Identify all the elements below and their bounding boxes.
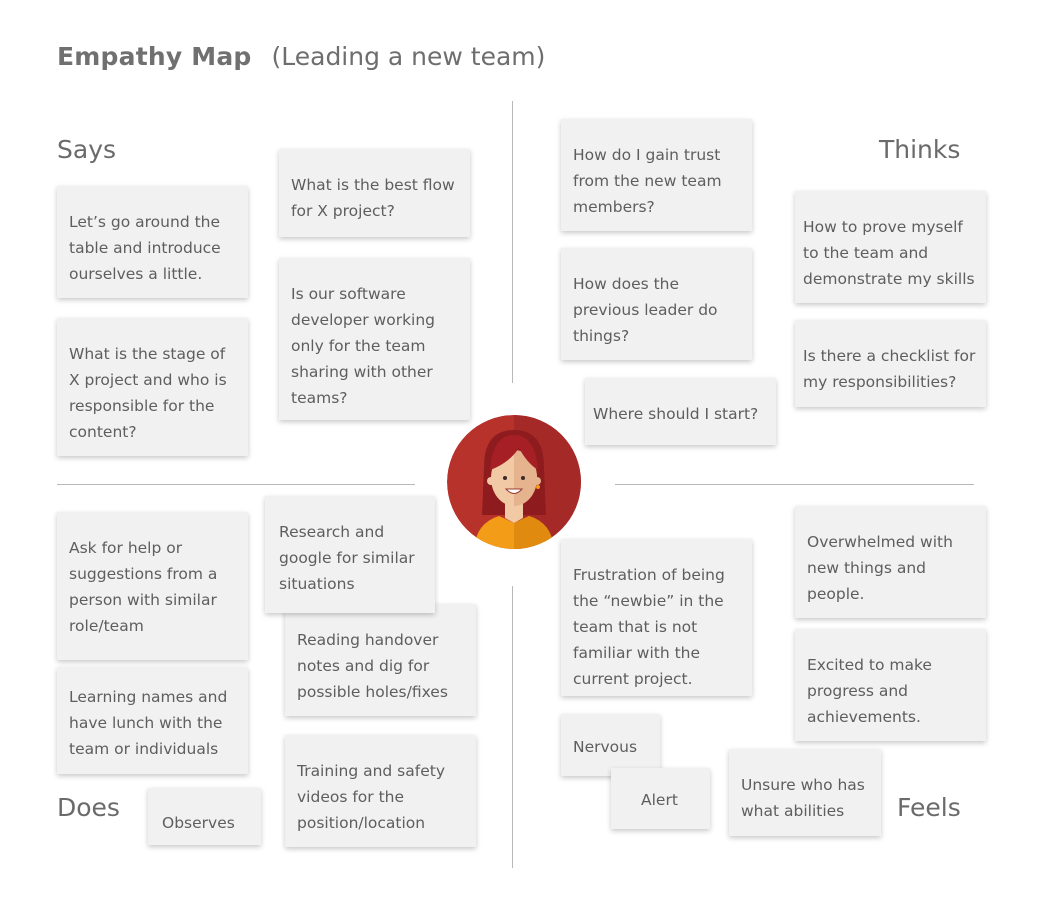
- note-text: Frustration of being the “newbie” in the…: [573, 566, 725, 688]
- says-note: Is our software developer working only f…: [279, 258, 470, 420]
- note-text: Let’s go around the table and introduce …: [69, 213, 221, 283]
- note-text: What is the stage of X project and who i…: [69, 345, 227, 441]
- note-text: How does the previous leader do things?: [573, 275, 718, 345]
- note-text: Excited to make progress and achievement…: [807, 656, 932, 726]
- note-text: Learning names and have lunch with the t…: [69, 688, 228, 758]
- title-subtitle: (Leading a new team): [271, 42, 546, 71]
- does-note: Ask for help or suggestions from a perso…: [57, 512, 248, 660]
- note-text: Nervous: [573, 738, 638, 756]
- says-note: Let’s go around the table and introduce …: [57, 186, 248, 298]
- thinks-note: How does the previous leader do things?: [561, 248, 752, 360]
- feels-note: Frustration of being the “newbie” in the…: [561, 539, 752, 696]
- does-note: Observes: [148, 788, 261, 845]
- feels-note: Excited to make progress and achievement…: [795, 629, 986, 741]
- avatar-hair-fringe: [490, 435, 538, 470]
- note-text: How to prove myself to the team and demo…: [803, 218, 975, 288]
- says-note: What is the stage of X project and who i…: [57, 318, 248, 456]
- page-title: Empathy Map (Leading a new team): [57, 42, 545, 71]
- feels-note: Unsure who has what abilities: [729, 749, 881, 836]
- says-label: Says: [57, 135, 117, 164]
- note-text: Is there a checklist for my responsibili…: [803, 347, 976, 391]
- divider-horizontal-left: [57, 484, 415, 485]
- does-note: Reading handover notes and dig for possi…: [285, 604, 476, 716]
- thinks-note: Is there a checklist for my responsibili…: [795, 320, 986, 407]
- feels-note: Nervous: [561, 714, 660, 776]
- avatar-smile: [504, 488, 524, 494]
- divider-horizontal-right: [615, 484, 974, 485]
- feels-note: Overwhelmed with new things and people.: [795, 506, 986, 618]
- note-text: How do I gain trust from the new team me…: [573, 146, 722, 216]
- note-text: Alert: [641, 791, 678, 809]
- thinks-note: Where should I start?: [585, 378, 776, 445]
- note-text: Research and google for similar situatio…: [279, 523, 415, 593]
- says-note: What is the best flow for X project?: [279, 149, 470, 237]
- divider-vertical-bottom: [512, 586, 513, 868]
- note-text: Is our software developer working only f…: [291, 285, 436, 407]
- avatar-shirt-shade: [514, 516, 554, 549]
- does-note: Learning names and have lunch with the t…: [57, 667, 248, 774]
- divider-vertical-top: [512, 101, 513, 383]
- thinks-note: How to prove myself to the team and demo…: [795, 191, 986, 303]
- persona-avatar: [447, 415, 581, 549]
- feels-note: Alert: [611, 768, 710, 829]
- thinks-note: How do I gain trust from the new team me…: [561, 119, 752, 231]
- note-text: Reading handover notes and dig for possi…: [297, 631, 448, 701]
- avatar-neck: [505, 501, 523, 523]
- does-note: Research and google for similar situatio…: [265, 496, 435, 613]
- note-text: What is the best flow for X project?: [291, 176, 455, 220]
- avatar-earring: [536, 485, 540, 489]
- note-text: Where should I start?: [593, 405, 759, 423]
- title-main: Empathy Map: [57, 42, 252, 71]
- note-text: Overwhelmed with new things and people.: [807, 533, 953, 603]
- does-note: Training and safety videos for the posit…: [285, 735, 476, 847]
- note-text: Observes: [162, 814, 235, 832]
- thinks-label: Thinks: [879, 135, 961, 164]
- note-text: Ask for help or suggestions from a perso…: [69, 539, 218, 635]
- note-text: Unsure who has what abilities: [741, 776, 865, 820]
- note-text: Training and safety videos for the posit…: [297, 762, 445, 832]
- does-label: Does: [57, 793, 120, 822]
- feels-label: Feels: [897, 793, 961, 822]
